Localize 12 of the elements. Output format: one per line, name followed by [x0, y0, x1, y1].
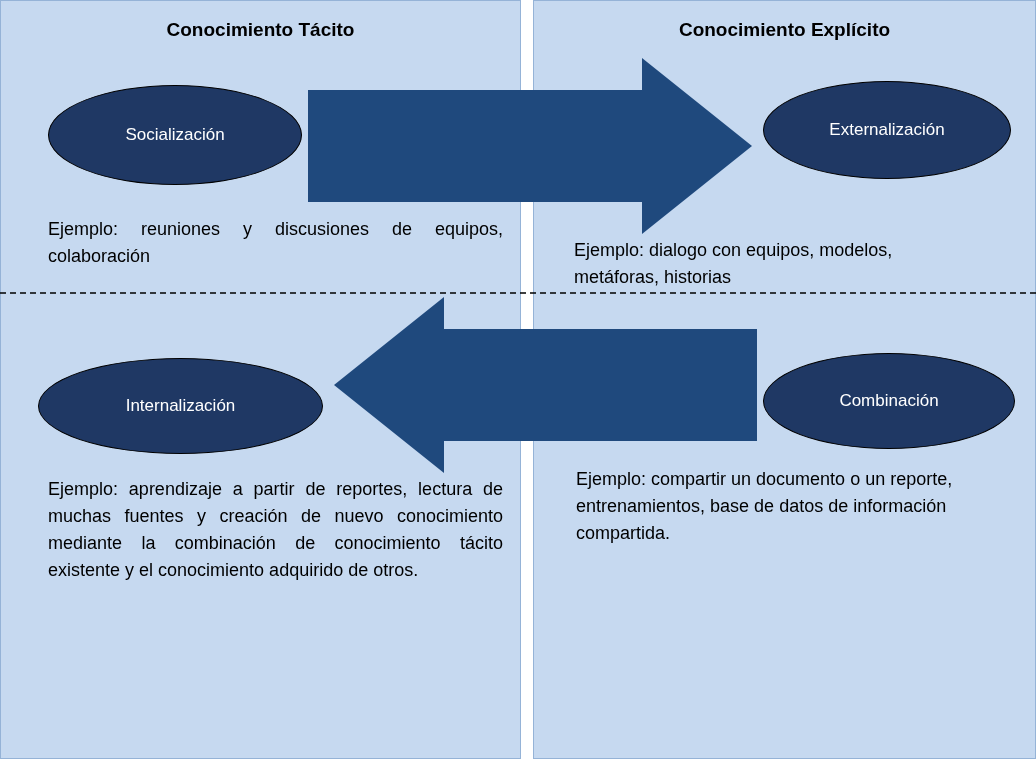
- example-text: Ejemplo: reuniones y discusiones de equipos, colaboración: [48, 218, 503, 268]
- column-heading: Conocimiento Tácito: [166, 19, 355, 41]
- process-ellipse: Externalización: [763, 81, 1011, 179]
- column-heading: Conocimiento Explícito: [678, 19, 891, 41]
- example-text: Ejemplo: dialogo con equipos, modelos, metáforas, historias: [574, 239, 894, 289]
- example-text: Ejemplo: aprendizaje a partir de reportes, lectura de muchas fuentes y creación de nuevo conocimiento mediante la combinación de conocimiento tácito existente y el conocimiento adquirido de otros.: [48, 478, 503, 582]
- process-ellipse: Internalización: [38, 358, 323, 454]
- process-ellipse: Socialización: [48, 85, 302, 185]
- process-ellipse: Combinación: [763, 353, 1015, 449]
- block-arrow: [308, 58, 752, 234]
- example-text: Ejemplo: compartir un documento o un reporte, entrenamientos, base de datos de información compartida.: [576, 468, 954, 545]
- block-arrow: [334, 297, 757, 473]
